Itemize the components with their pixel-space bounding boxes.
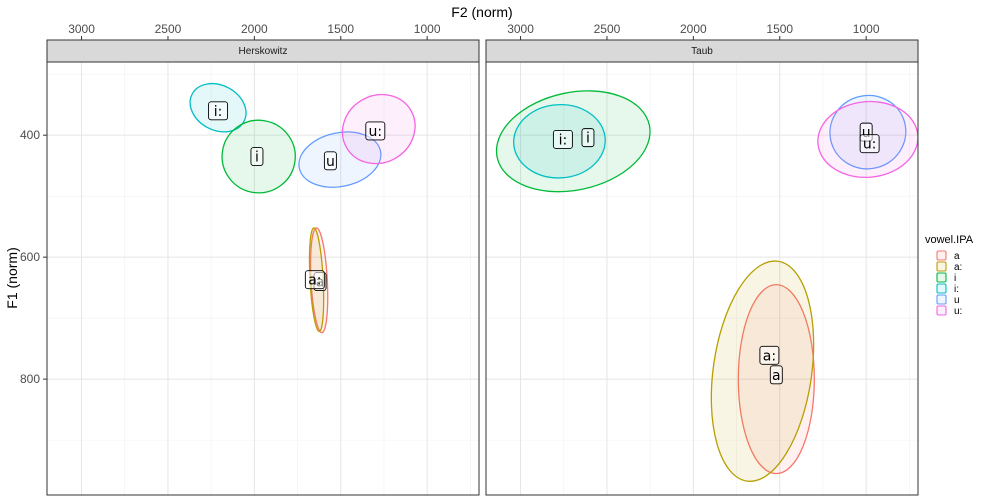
label-text: a: (308, 273, 321, 289)
legend-item-u-long: u: (936, 305, 962, 317)
label-text: i: (214, 104, 223, 120)
point-label-u-long: u: (859, 134, 880, 154)
axis-layer: 3000 2500 2000 1500 1000 400 600 800 3000 2500 200… (20, 22, 880, 495)
y-tick-label: 400 (20, 128, 40, 142)
legend-label: a (954, 251, 960, 262)
legend-key (936, 272, 947, 283)
point-label-a-long: a: (759, 345, 780, 365)
legend-item-i: i (936, 272, 956, 284)
legend-key (936, 261, 947, 272)
label-text: i (586, 131, 590, 147)
ellipse-i (495, 90, 651, 193)
point-label-a: a (769, 365, 783, 385)
y-tick-label: 600 (20, 250, 40, 264)
legend-label: u: (954, 306, 962, 317)
legend-item-a: a (936, 250, 960, 262)
y-tick-label: 800 (20, 372, 40, 386)
legend-key (936, 305, 947, 316)
legend-key (936, 283, 947, 294)
label-text: a (772, 368, 781, 384)
label-text: i (255, 150, 259, 166)
x-tick-label: 1500 (766, 22, 793, 36)
legend-key (936, 294, 947, 305)
legend-title: vowel.IPA (925, 234, 974, 246)
label-box (581, 128, 595, 148)
point-label-i: i (581, 128, 595, 148)
label-text: u (862, 125, 871, 141)
label-box (759, 345, 780, 365)
legend-label: i: (954, 284, 959, 295)
label-text: i: (559, 132, 568, 148)
label-text: u: (863, 137, 877, 153)
point-label-i: i (250, 147, 264, 166)
label-text: u (326, 154, 335, 170)
point-label-a-long: a: (304, 270, 325, 290)
legend-item-i-long: i: (936, 283, 959, 295)
data-layer: i:iuu:aa: (189, 82, 416, 334)
legend-layer: vowel.IPA aa:ii:uu: (925, 234, 974, 317)
ellipse-a-long (710, 260, 815, 482)
legend-item-a-long: a: (936, 261, 962, 273)
panel-border (485, 61, 919, 496)
x-tick-label: 2000 (241, 22, 268, 36)
label-box (552, 130, 573, 149)
data-layer: i: i uu: a: a (495, 90, 918, 482)
x-tick-label: 2000 (680, 22, 707, 36)
label-text: a: (763, 348, 776, 364)
x-tick-label: 1000 (414, 22, 441, 36)
y-axis-title: F1 (norm) (4, 247, 20, 308)
legend-item-u: u (936, 294, 960, 306)
strip-label: Herskowitz (239, 46, 288, 57)
x-tick-label: 2500 (594, 22, 621, 36)
x-tick-label: 1000 (853, 22, 880, 36)
point-label-i-long: i: (208, 101, 229, 121)
x-axis-title: F2 (norm) (451, 4, 512, 20)
label-box (208, 101, 229, 121)
label-text: u: (369, 124, 383, 140)
point-label-i-long: i: (552, 130, 573, 149)
x-tick-label: 2500 (155, 22, 182, 36)
x-tick-label: 3000 (507, 22, 534, 36)
label-box (304, 270, 325, 290)
panel-taub: Taub i: i uu: a: a (485, 39, 919, 496)
label-box (859, 134, 880, 154)
point-label-u: u (323, 151, 337, 171)
legend-label: a: (954, 262, 962, 273)
x-tick-label: 3000 (68, 22, 95, 36)
point-label-u-long: u: (365, 121, 386, 141)
x-tick-label: 1500 (327, 22, 354, 36)
ellipse-u (298, 131, 382, 188)
label-box (769, 365, 783, 385)
legend-key (936, 250, 947, 261)
label-box (250, 147, 264, 166)
label-box (365, 121, 386, 141)
legend-label: u (954, 295, 960, 306)
strip-label: Taub (691, 46, 713, 57)
panel-background (47, 62, 479, 495)
label-box (323, 151, 337, 171)
legend-label: i (954, 273, 956, 284)
